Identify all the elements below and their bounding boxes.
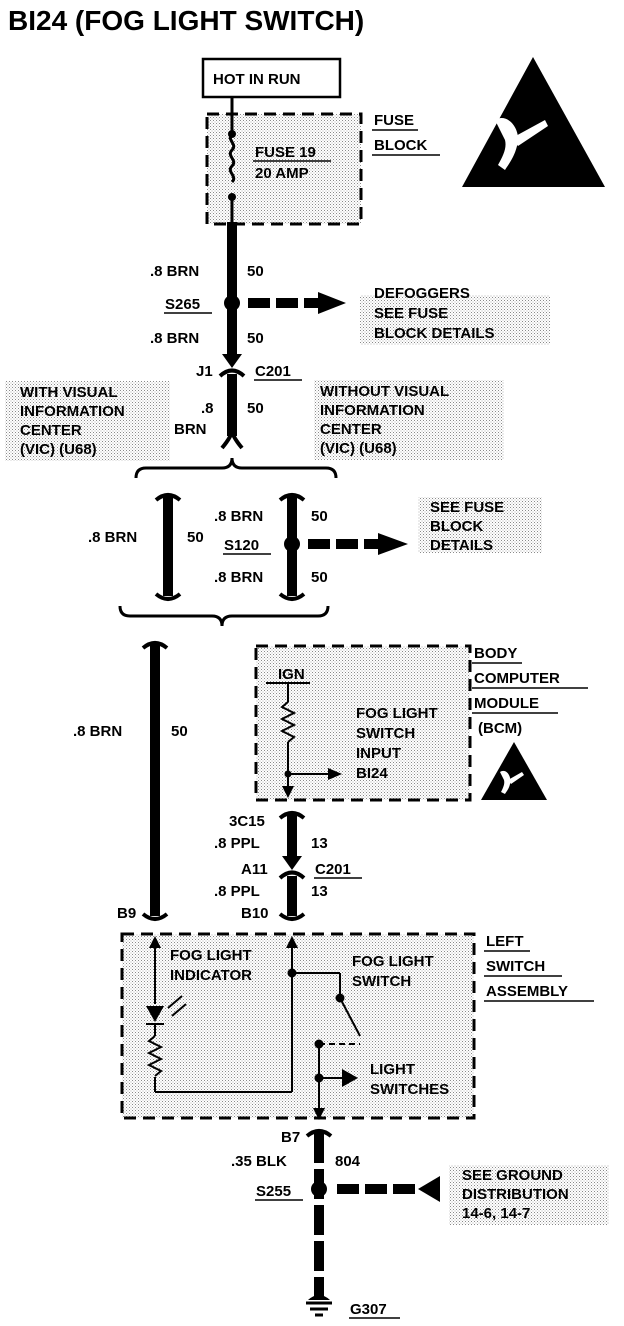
without-vic-3: CENTER	[320, 421, 382, 438]
switch-assembly-label-1: LEFT	[486, 933, 524, 950]
with-vic-3: CENTER	[20, 422, 82, 439]
s120-note-1: SEE FUSE	[430, 499, 504, 516]
connector-a11-label: A11	[241, 861, 268, 878]
s120-note-2: BLOCK	[430, 518, 483, 535]
esd-warning-icon	[462, 57, 605, 187]
wire-ppl-2-circuit: 13	[311, 883, 328, 900]
option-brace-bottom	[118, 605, 330, 627]
connector-c201-top-label: C201	[255, 363, 291, 380]
bcm-label-2: COMPUTER	[474, 670, 560, 687]
wire-blk-size: .35 BLK	[231, 1153, 287, 1170]
defoggers-note-1: DEFOGGERS	[374, 285, 470, 302]
connector-3c15-label: 3C15	[229, 813, 265, 830]
splice-s265-label: S265	[165, 296, 200, 313]
connector-c201-a11	[278, 856, 306, 880]
bcm-input-2: SWITCH	[356, 725, 415, 742]
switch-assembly-box	[120, 932, 476, 1120]
wire-top-3-size-1: .8	[201, 400, 214, 417]
fuse-rating: 20 AMP	[255, 165, 309, 182]
diagram-title: BI24 (FOG LIGHT SWITCH)	[8, 5, 364, 36]
without-vic-box	[314, 380, 504, 460]
power-source-label: HOT IN RUN	[213, 71, 301, 88]
fuse-19-symbol	[228, 132, 236, 184]
ground-icon	[306, 1295, 332, 1317]
wire-top-3-circuit: 50	[247, 400, 264, 417]
without-vic-4: (VIC) (U68)	[320, 440, 397, 457]
bcm-pullup-resistor	[279, 701, 297, 743]
splice-s120-label: S120	[224, 537, 259, 554]
wire-long-circuit: 50	[171, 723, 188, 740]
fog-switch-label-2: SWITCH	[352, 973, 411, 990]
defoggers-note-box	[360, 295, 550, 345]
with-vic-box	[5, 381, 170, 461]
bcm-label-1: BODY	[474, 645, 517, 662]
indicator-label-2: INDICATOR	[170, 967, 252, 984]
without-vic-1: WITHOUT VISUAL	[320, 383, 449, 400]
switch-assembly-label-2: SWITCH	[486, 958, 545, 975]
wire-left-branch-circuit: 50	[187, 529, 204, 546]
s120-note-box	[418, 497, 542, 553]
bcm-label-3: MODULE	[474, 695, 539, 712]
option-brace-top	[134, 457, 338, 479]
splice-s265-dot	[224, 295, 240, 311]
bcm-label-4: (BCM)	[478, 720, 522, 737]
splice-s255-dot	[311, 1181, 327, 1197]
connector-b9-label: B9	[117, 905, 136, 922]
defoggers-note-2: SEE FUSE	[374, 305, 448, 322]
switch-assembly-circuit	[146, 936, 361, 1120]
splice-s120-dot	[284, 536, 300, 552]
wire-s120-bottom-circuit: 50	[311, 569, 328, 586]
wire-top-3-size-2: BRN	[174, 421, 207, 438]
wire-ppl-2-size: .8 PPL	[214, 883, 260, 900]
ground-note-2: DISTRIBUTION	[462, 1186, 569, 1203]
with-vic-4: (VIC) (U68)	[20, 441, 97, 458]
defoggers-arrow	[318, 292, 346, 314]
fog-switch-label-1: FOG LIGHT	[352, 953, 434, 970]
wire-top-1-circuit: 50	[247, 263, 264, 280]
wire-left-branch-size: .8 BRN	[88, 529, 137, 546]
bcm-ign-label: IGN	[278, 666, 305, 683]
ground-note-1: SEE GROUND	[462, 1167, 563, 1184]
wire-top-2-circuit: 50	[247, 330, 264, 347]
esd-warning-icon-small	[481, 742, 547, 800]
ground-note-box	[449, 1165, 609, 1225]
connector-b7-label: B7	[281, 1129, 300, 1146]
defoggers-note-3: BLOCK DETAILS	[374, 325, 495, 342]
wire-long-size: .8 BRN	[73, 723, 122, 740]
connector-b10-label: B10	[241, 905, 269, 922]
fuse-block-label-2: BLOCK	[374, 137, 427, 154]
s120-note-3: DETAILS	[430, 537, 493, 554]
wire-blk-circuit: 804	[335, 1153, 361, 1170]
bcm-input-4: BI24	[356, 765, 388, 782]
splice-s255-label: S255	[256, 1183, 291, 1200]
wire-top-2-size: .8 BRN	[150, 330, 199, 347]
power-source-box	[201, 57, 342, 99]
with-vic-2: INFORMATION	[20, 403, 125, 420]
fuse-name: FUSE 19	[255, 144, 316, 161]
fuse-block-label-1: FUSE	[374, 112, 414, 129]
ground-note-arrow	[418, 1176, 440, 1202]
light-switches-label-2: SWITCHES	[370, 1081, 449, 1098]
bcm-input-1: FOG LIGHT	[356, 705, 438, 722]
indicator-label-1: FOG LIGHT	[170, 947, 252, 964]
wire-top-1-size: .8 BRN	[150, 263, 199, 280]
ground-note-3: 14-6, 14-7	[462, 1205, 530, 1222]
connector-j1-label: J1	[196, 363, 213, 380]
wire-ppl-1-size: .8 PPL	[214, 835, 260, 852]
with-vic-1: WITH VISUAL	[20, 384, 118, 401]
bcm-input-3: INPUT	[356, 745, 401, 762]
wire-ppl-1-circuit: 13	[311, 835, 328, 852]
wire-s120-top-circuit: 50	[311, 508, 328, 525]
connector-c201-j1	[218, 354, 246, 378]
s120-arrow	[378, 533, 408, 555]
wire-s120-top-size: .8 BRN	[214, 508, 263, 525]
wire-s120-bottom-size: .8 BRN	[214, 569, 263, 586]
light-switches-label-1: LIGHT	[370, 1061, 415, 1078]
switch-assembly-label-3: ASSEMBLY	[486, 983, 568, 1000]
ground-label: G307	[350, 1301, 387, 1318]
connector-c201-mid-label: C201	[315, 861, 351, 878]
without-vic-2: INFORMATION	[320, 402, 425, 419]
